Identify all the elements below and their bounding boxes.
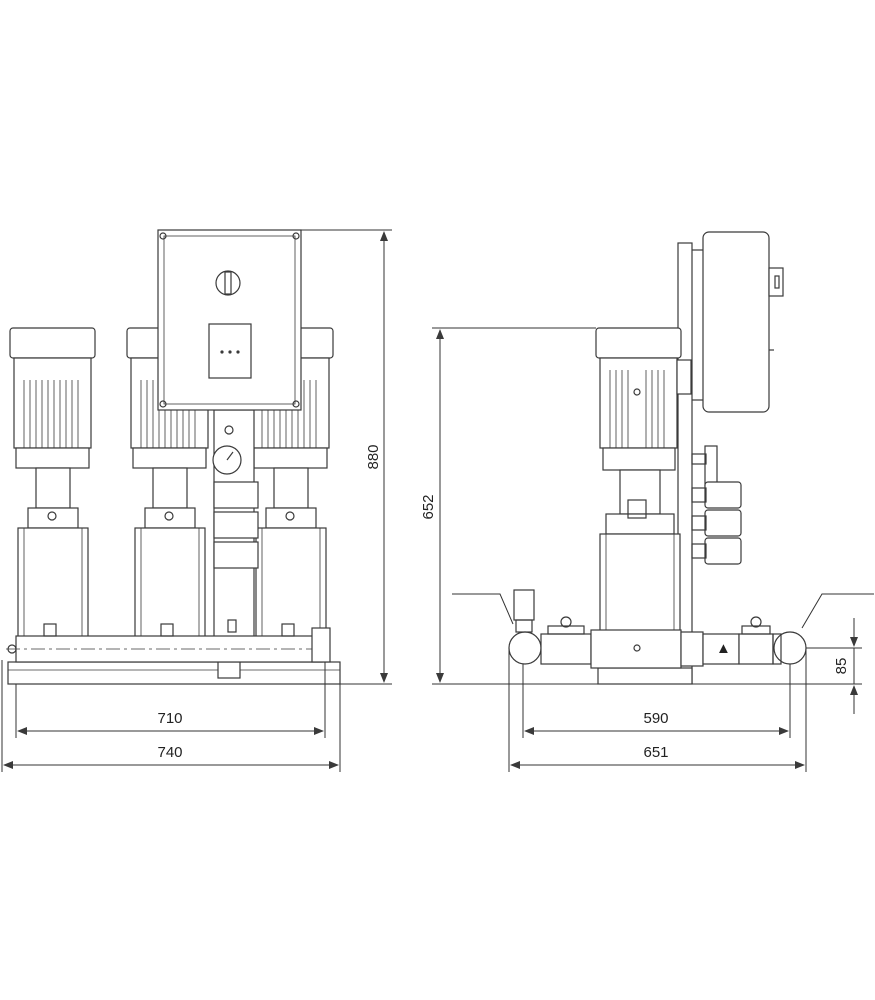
dim-880-label: 880 [365, 444, 382, 469]
dim-side-outer-width: 651 [508, 648, 807, 772]
pressure-switch-2 [213, 511, 259, 539]
dim-85-label: 85 [833, 658, 850, 675]
side-view: ▲ 652 590 651 [420, 231, 874, 772]
dim-651-label: 651 [643, 744, 668, 761]
control-display [208, 323, 252, 379]
pressure-switch-3 [213, 541, 259, 569]
discharge-pipe-icon [773, 631, 807, 665]
side-base [597, 667, 693, 685]
front-manifold [6, 623, 331, 663]
side-pump [595, 327, 692, 635]
dim-side-height: 652 [420, 327, 598, 685]
dim-side-inner-width: 590 [522, 664, 791, 738]
front-view: 880 710 740 [1, 229, 392, 772]
dim-front-height: 880 [300, 229, 392, 685]
flow-arrow-icon: ▲ [716, 640, 731, 657]
dim-front-inner-width: 710 [15, 662, 326, 738]
dim-652-label: 652 [420, 494, 437, 519]
dim-740-label: 740 [157, 744, 182, 761]
front-pump-left [9, 327, 96, 639]
pressure-switch-1 [213, 481, 259, 509]
side-piping: ▲ [508, 589, 807, 669]
main-switch-icon [215, 270, 241, 296]
side-control-box [692, 231, 784, 413]
suction-pipe-icon [508, 631, 542, 665]
front-center-column [212, 409, 259, 639]
dim-590-label: 590 [643, 710, 668, 727]
front-control-box [157, 229, 302, 411]
dim-side-pipe-height: 85 [692, 618, 862, 714]
side-pressure-switches [691, 445, 742, 565]
side-leader-lines [452, 593, 874, 629]
dim-front-outer-width: 740 [1, 660, 341, 772]
front-pump-middle [126, 327, 213, 639]
dim-710-label: 710 [157, 710, 182, 727]
front-base-frame [7, 661, 341, 685]
